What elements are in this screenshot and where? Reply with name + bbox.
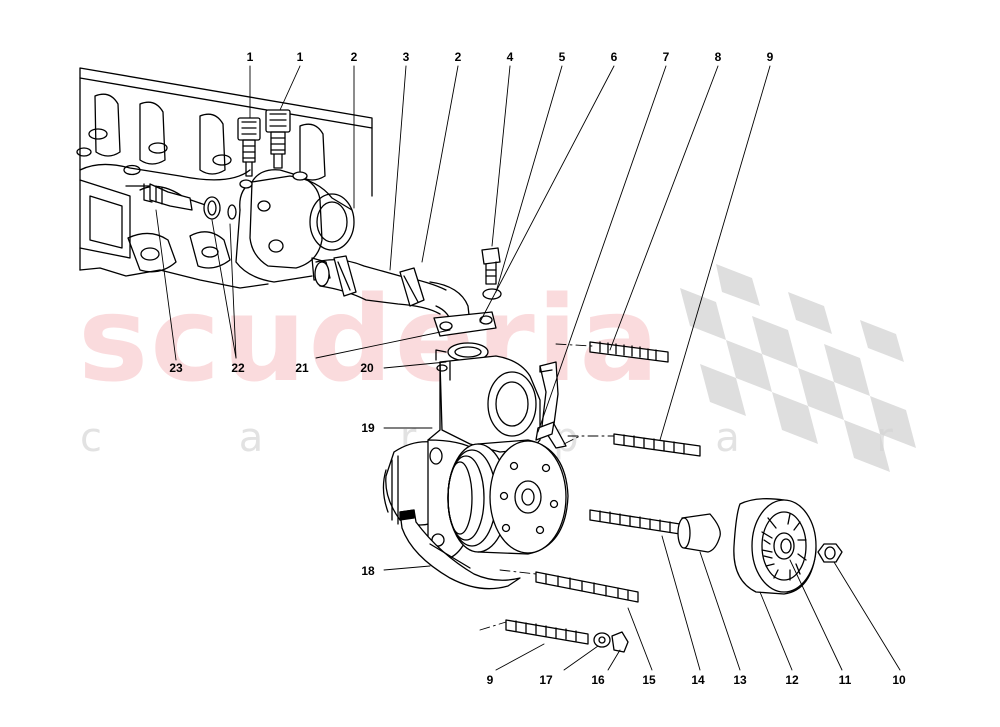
checkered-flag-watermark: [680, 264, 916, 472]
callout-1-left: 1: [246, 50, 254, 64]
callout-19: 19: [361, 421, 375, 435]
callout-18: 18: [361, 564, 375, 578]
cap-nut: [611, 631, 629, 653]
callout-21: 21: [295, 361, 309, 375]
callout-7: 7: [662, 50, 670, 64]
long-stud-lower: [535, 571, 639, 603]
long-stud-upper: [589, 341, 669, 363]
water-pump-housing: [427, 349, 541, 453]
long-stud-middle: [613, 433, 701, 457]
callout-2-right: 2: [454, 50, 462, 64]
callout-2-left: 2: [350, 50, 358, 64]
sensor-probe: [125, 183, 193, 211]
callout-22: 22: [231, 361, 245, 375]
callout-5: 5: [558, 50, 566, 64]
cylinder-head-casting: [76, 67, 373, 289]
temperature-sender-left: [237, 117, 261, 177]
bolt-washer: [482, 288, 502, 300]
hex-bolt: [481, 247, 501, 285]
callout-20: 20: [360, 361, 374, 375]
callout-17: 17: [539, 673, 553, 687]
outlet-flange: [433, 311, 497, 337]
mounting-bracket: [535, 361, 567, 449]
callout-3: 3: [402, 50, 410, 64]
hex-nut: [817, 543, 843, 563]
callout-6: 6: [610, 50, 618, 64]
callout-8: 8: [714, 50, 722, 64]
callout-16: 16: [591, 673, 605, 687]
temperature-sender-right: [265, 109, 291, 169]
callout-10: 10: [892, 673, 906, 687]
callout-14: 14: [691, 673, 705, 687]
sealing-washer: [203, 196, 237, 220]
callout-1-right: 1: [296, 50, 304, 64]
callout-9-top: 9: [766, 50, 774, 64]
callout-15: 15: [642, 673, 656, 687]
leader-lines: [155, 65, 901, 671]
water-pump-pulley: [447, 439, 569, 555]
callout-12: 12: [785, 673, 799, 687]
short-stud: [505, 619, 589, 645]
callout-11: 11: [838, 673, 852, 687]
assembly-centerlines: [479, 343, 615, 631]
pump-rear-cover: [382, 441, 441, 526]
idler-pulley: [733, 498, 817, 595]
long-stud-tensioner: [589, 509, 681, 535]
thermostat-housing: [239, 169, 355, 281]
callout-9-bottom: 9: [486, 673, 494, 687]
flat-washer: [593, 632, 611, 648]
coolant-hose: [314, 255, 471, 327]
belt-guard: [399, 509, 521, 590]
callout-23: 23: [169, 361, 183, 375]
callout-13: 13: [733, 673, 747, 687]
callout-4: 4: [506, 50, 514, 64]
tensioner-spacer: [677, 513, 721, 553]
o-ring: [447, 342, 489, 362]
